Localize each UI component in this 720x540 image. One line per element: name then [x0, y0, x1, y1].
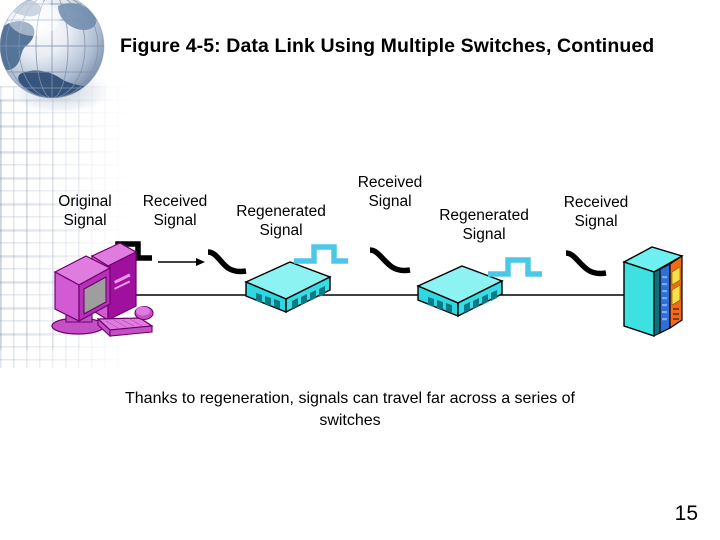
label-line-1: Original	[58, 193, 112, 210]
label-received-signal-2: Received Signal	[344, 173, 436, 211]
label-line-2: Signal	[574, 213, 618, 230]
label-regenerated-signal-1: Regenerated Signal	[226, 202, 336, 240]
label-line-1: Regenerated	[236, 203, 326, 220]
slide-title: Figure 4-5: Data Link Using Multiple Swi…	[120, 35, 655, 57]
label-line-2: Signal	[63, 212, 107, 229]
label-line-1: Received	[563, 194, 629, 211]
switch-2	[416, 265, 504, 318]
label-original-signal: Original Signal	[46, 192, 124, 230]
label-received-signal-1: Received Signal	[133, 192, 217, 230]
label-received-signal-3: Received Signal	[550, 193, 642, 231]
slide-caption: Thanks to regeneration, signals can trav…	[125, 390, 575, 429]
waveform-degraded-2	[369, 247, 411, 274]
label-line-2: Signal	[368, 193, 412, 210]
label-regenerated-signal-2: Regenerated Signal	[428, 206, 540, 244]
label-line-1: Received	[357, 174, 423, 191]
waveform-degraded-1	[207, 249, 247, 275]
waveform-original	[98, 241, 152, 261]
direction-arrow-icon	[158, 258, 205, 266]
label-line-2: Signal	[259, 222, 303, 239]
server-rack	[622, 246, 684, 337]
label-line-2: Signal	[462, 226, 506, 243]
waveform-regenerated-2	[488, 257, 542, 277]
waveform-degraded-3	[565, 250, 607, 277]
switch-1	[244, 261, 332, 314]
workstation-pc	[51, 242, 154, 338]
globe-icon	[0, 0, 118, 122]
page-number: 15	[674, 502, 698, 525]
label-line-1: Received	[142, 193, 208, 210]
label-line-2: Signal	[153, 212, 197, 229]
waveform-regenerated-1	[294, 244, 348, 264]
label-line-1: Regenerated	[439, 207, 529, 224]
